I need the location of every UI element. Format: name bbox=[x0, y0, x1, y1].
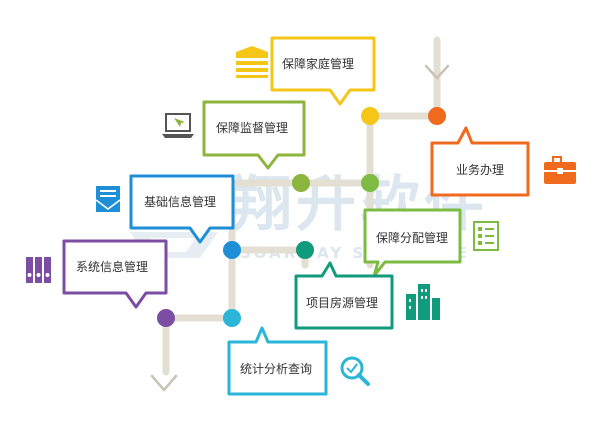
top-arrow-icon bbox=[424, 64, 450, 80]
node-family: 保障家庭管理 bbox=[236, 36, 376, 106]
magnifier-icon bbox=[340, 356, 370, 386]
building-blocks-icon bbox=[236, 46, 268, 78]
node-supervision: 保障监督管理 bbox=[162, 100, 306, 170]
dot-cyan bbox=[223, 309, 241, 327]
city-buildings-icon bbox=[406, 284, 440, 320]
binders-icon bbox=[26, 257, 51, 283]
node-business-label: 业务办理 bbox=[456, 162, 504, 177]
dot-blue bbox=[223, 241, 241, 259]
node-family-label: 保障家庭管理 bbox=[282, 56, 354, 71]
laptop-icon bbox=[162, 113, 194, 138]
node-housing: 项目房源管理 bbox=[294, 261, 440, 330]
path-arrows bbox=[150, 64, 450, 392]
dot-yellow bbox=[361, 107, 379, 125]
junction-dots bbox=[157, 107, 446, 327]
node-allocation: 保障分配管理 bbox=[363, 208, 499, 278]
node-allocation-label: 保障分配管理 bbox=[376, 230, 448, 245]
node-basic-info: 基础信息管理 bbox=[95, 174, 235, 244]
node-supervision-label: 保障监督管理 bbox=[216, 120, 288, 135]
mail-icon bbox=[95, 186, 121, 212]
node-business: 业务办理 bbox=[430, 126, 576, 197]
dot-teal bbox=[296, 241, 314, 259]
checklist-icon bbox=[473, 221, 499, 251]
dot-olive bbox=[292, 174, 310, 192]
dot-green bbox=[361, 174, 379, 192]
node-system-info-label: 系统信息管理 bbox=[76, 259, 148, 274]
dot-purple bbox=[157, 309, 175, 327]
briefcase-icon bbox=[544, 156, 576, 184]
bottom-arrow-icon bbox=[150, 374, 178, 392]
node-statistics-label: 统计分析查询 bbox=[240, 362, 312, 376]
dot-orange bbox=[428, 107, 446, 125]
node-system-info: 系统信息管理 bbox=[26, 239, 168, 309]
node-statistics: 统计分析查询 bbox=[227, 326, 370, 396]
node-housing-label: 项目房源管理 bbox=[306, 295, 378, 310]
node-basic-info-label: 基础信息管理 bbox=[144, 194, 216, 209]
